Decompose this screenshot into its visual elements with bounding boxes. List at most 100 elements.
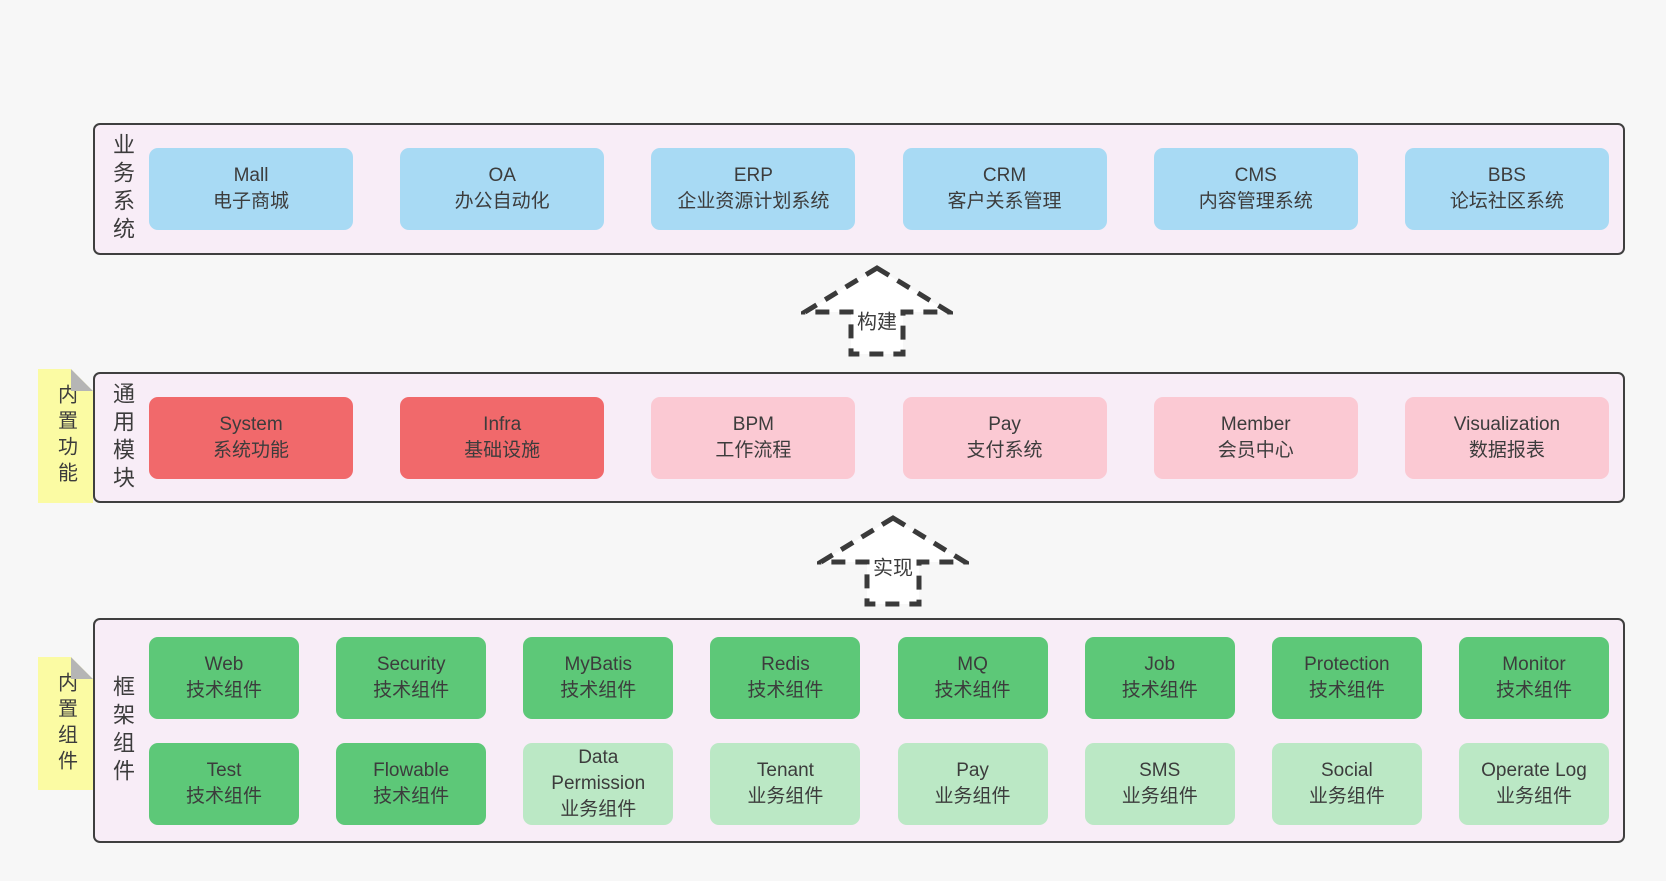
node-redis: Redis 技术组件 [710,636,861,719]
node-subtitle: 论坛社区系统 [1449,191,1564,212]
node-title: Visualization [1453,413,1561,435]
node-subtitle: 业务组件 [934,785,1011,807]
node-subtitle: 业务组件 [747,785,824,807]
node-system: System 系统功能 [149,396,353,479]
node-subtitle: 系统功能 [212,439,289,461]
node-title: OA [488,165,516,186]
node-title: Pay [988,413,1021,435]
arrow-implement-label: 实现 [870,550,916,582]
arrow-build-label: 构建 [854,304,900,336]
node-title: ERP [733,165,773,186]
node-title: CRM [982,165,1027,186]
node-mybatis: MyBatis 技术组件 [523,636,674,719]
node-social: Social 业务组件 [1271,742,1422,825]
node-title: BBS [1487,165,1526,186]
node-title: Data Permission [551,746,646,794]
node-title: Operate Log [1481,759,1587,781]
node-subtitle: 业务组件 [1121,785,1198,807]
node-title: BPM [732,413,774,435]
layer-common-modules-label: 通用模块 [95,382,149,494]
node-member: Member 会员中心 [1153,396,1358,479]
node-subtitle: 数据报表 [1468,439,1545,461]
node-infra: Infra 基础设施 [400,396,605,479]
common-modules-row: System 系统功能 Infra 基础设施 BPM 工作流程 Pay 支付系统… [149,396,1623,479]
node-oa: OA 办公自动化 [400,148,605,230]
node-title: Member [1220,413,1291,435]
framework-components-row-1: Web 技术组件 Security 技术组件 MyBatis 技术组件 Redi… [149,636,1609,719]
node-bbs: BBS 论坛社区系统 [1404,148,1609,230]
node-title: Flowable [373,759,450,781]
node-title: Test [206,759,242,781]
node-subtitle: 技术组件 [185,679,262,701]
node-title: Mall [233,165,269,186]
layer-label-text: 业务系统 [110,133,135,245]
node-subtitle: 办公自动化 [454,191,550,212]
node-subtitle: 技术组件 [934,679,1011,701]
node-title: Security [376,653,446,675]
node-flowable: Flowable 技术组件 [336,742,487,825]
layer-label-text: 通用模块 [110,381,135,494]
node-crm: CRM 客户关系管理 [902,148,1107,230]
layer-business-systems-label: 业务系统 [95,133,149,245]
layer-framework-components-label: 框架组件 [95,675,149,787]
framework-components-rows: Web 技术组件 Security 技术组件 MyBatis 技术组件 Redi… [149,636,1623,825]
sticky-note-builtin-components: 内置组件 [38,657,93,790]
sticky-note-label: 内置功能 [54,384,77,488]
node-bpm: BPM 工作流程 [651,396,856,479]
node-title: Protection [1304,653,1390,675]
node-subtitle: 技术组件 [373,785,450,807]
node-title: MQ [957,653,988,675]
node-mall: Mall 电子商城 [149,148,353,230]
node-subtitle: 业务组件 [1308,785,1385,807]
node-protection: Protection 技术组件 [1271,636,1422,719]
node-subtitle: 工作流程 [715,439,792,461]
node-title: Monitor [1502,653,1566,675]
business-systems-row: Mall 电子商城 OA 办公自动化 ERP 企业资源计划系统 CRM 客户关系… [149,148,1623,230]
node-title: MyBatis [564,653,633,675]
node-subtitle: 企业资源计划系统 [677,191,830,212]
node-subtitle: 客户关系管理 [947,191,1062,212]
node-tenant: Tenant 业务组件 [710,742,861,825]
node-title: Web [204,653,244,675]
node-subtitle: 业务组件 [1495,785,1572,807]
node-title: Social [1320,759,1373,781]
node-title: Redis [761,653,810,675]
layer-common-modules: 通用模块 System 系统功能 Infra 基础设施 BPM 工作流程 Pay… [93,372,1625,503]
node-title: System [219,413,283,435]
node-pay: Pay 支付系统 [902,396,1107,479]
node-sms: SMS 业务组件 [1084,742,1235,825]
layer-business-systems: 业务系统 Mall 电子商城 OA 办公自动化 ERP 企业资源计划系统 CRM… [93,123,1625,255]
node-operate-log: Operate Log 业务组件 [1458,742,1609,825]
node-subtitle: 会员中心 [1217,439,1294,461]
layer-framework-components: 框架组件 Web 技术组件 Security 技术组件 MyBatis 技术组件… [93,618,1625,843]
node-subtitle: 技术组件 [373,679,450,701]
node-subtitle: 技术组件 [747,679,824,701]
node-visualization: Visualization 数据报表 [1404,396,1609,479]
layer-label-text: 框架组件 [110,674,135,787]
node-title: Job [1144,653,1176,675]
node-title: Infra [483,413,522,435]
sticky-note-builtin-features: 内置功能 [38,369,93,503]
node-job: Job 技术组件 [1084,636,1235,719]
node-mq: MQ 技术组件 [897,636,1048,719]
node-title: CMS [1234,165,1277,186]
node-title: Tenant [756,759,814,781]
node-test: Test 技术组件 [149,742,299,825]
node-security: Security 技术组件 [336,636,487,719]
node-subtitle: 技术组件 [185,785,262,807]
node-title: SMS [1139,759,1181,781]
node-subtitle: 业务组件 [560,798,637,820]
node-subtitle: 支付系统 [966,439,1043,461]
node-data-permission: Data Permission 业务组件 [523,742,674,825]
framework-components-row-2: Test 技术组件 Flowable 技术组件 Data Permission … [149,742,1609,825]
node-erp: ERP 企业资源计划系统 [651,148,856,230]
node-subtitle: 技术组件 [1121,679,1198,701]
node-monitor: Monitor 技术组件 [1458,636,1609,719]
node-pay-business: Pay 业务组件 [897,742,1048,825]
node-subtitle: 技术组件 [1308,679,1385,701]
sticky-note-label: 内置组件 [54,671,77,776]
node-subtitle: 技术组件 [1495,679,1572,701]
node-subtitle: 技术组件 [560,679,637,701]
node-web: Web 技术组件 [149,636,299,719]
